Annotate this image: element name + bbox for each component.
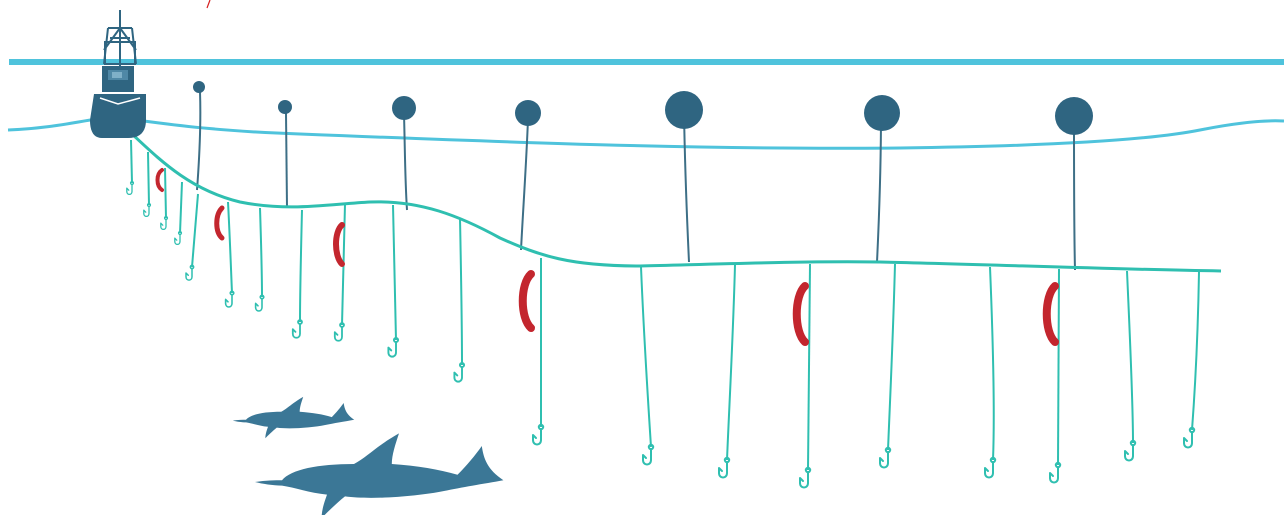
buoy-icon bbox=[278, 100, 292, 114]
light-stick-icon bbox=[155, 168, 164, 192]
hook-icon bbox=[387, 336, 400, 358]
light-stick-icon bbox=[214, 205, 225, 241]
surface-line bbox=[9, 59, 1284, 65]
fishing-boat-icon bbox=[90, 10, 147, 138]
buoy-icon bbox=[515, 100, 541, 126]
dolphins bbox=[232, 396, 504, 515]
dolphin-icon bbox=[232, 396, 355, 439]
buoy-lines bbox=[196, 91, 1076, 271]
hook-icon bbox=[291, 319, 303, 339]
hook-icon bbox=[224, 290, 235, 308]
hook-icon bbox=[532, 423, 545, 446]
hook-icon bbox=[1183, 426, 1196, 449]
light-stick-icon bbox=[1042, 282, 1059, 346]
buoy-icon bbox=[193, 81, 205, 93]
light-sticks bbox=[155, 168, 1059, 346]
red-mark bbox=[206, 0, 211, 9]
hook-icon bbox=[333, 322, 345, 342]
hook-icon bbox=[984, 456, 997, 479]
buoy-icon bbox=[864, 95, 900, 131]
hook-icon bbox=[1124, 439, 1137, 462]
branch-lines bbox=[130, 139, 1200, 471]
hook-icon bbox=[185, 264, 195, 281]
hook-icon bbox=[174, 230, 183, 246]
hook-icon bbox=[1049, 461, 1062, 484]
buoy-icon bbox=[392, 96, 416, 120]
hook-icon bbox=[126, 180, 135, 196]
hook-icon bbox=[254, 294, 265, 312]
hook-icon bbox=[879, 446, 892, 469]
dolphin-icon bbox=[255, 433, 504, 515]
hook-icon bbox=[642, 443, 655, 466]
light-stick-icon bbox=[518, 270, 535, 332]
light-stick-icon bbox=[792, 282, 809, 346]
hook-icon bbox=[160, 215, 169, 231]
hook-icon bbox=[453, 361, 466, 383]
hook-icon bbox=[799, 466, 812, 489]
buoys bbox=[193, 81, 1093, 135]
light-stick-icon bbox=[333, 222, 345, 267]
hooks bbox=[126, 180, 1196, 489]
main-line bbox=[130, 132, 1222, 273]
hook-icon bbox=[143, 202, 152, 218]
buoy-icon bbox=[1055, 97, 1093, 135]
buoy-icon bbox=[665, 91, 703, 129]
hook-icon bbox=[718, 456, 731, 479]
